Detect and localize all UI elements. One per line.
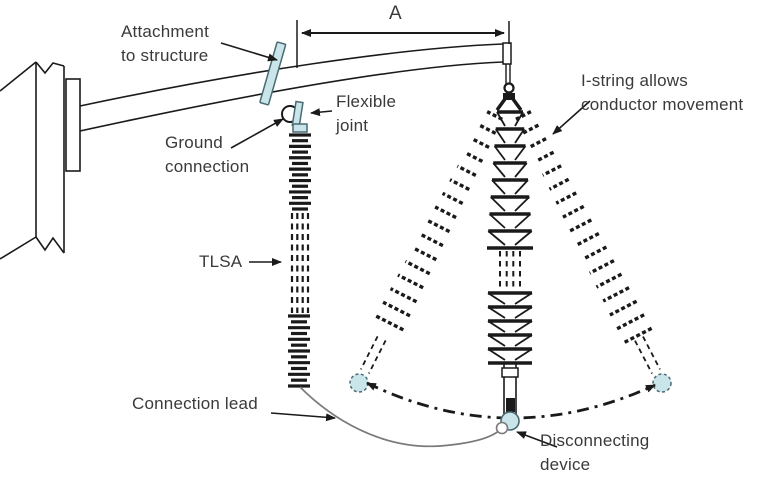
label-line: conductor movement bbox=[581, 95, 744, 114]
swing-position-right-string bbox=[515, 110, 672, 393]
label-dimension-a: A bbox=[389, 3, 402, 24]
label-line: Disconnecting bbox=[540, 431, 650, 450]
label-ground-connection: Ground connection bbox=[165, 131, 249, 179]
label-line: Attachment bbox=[121, 22, 209, 41]
label-i-string: I-string allows conductor movement bbox=[581, 69, 743, 117]
swing-position-left-string bbox=[349, 110, 503, 393]
label-line: I-string allows bbox=[581, 71, 688, 90]
label-line: device bbox=[540, 455, 591, 474]
connection-lead-wire bbox=[299, 386, 502, 448]
i-string-insulator bbox=[487, 82, 533, 435]
attachment-hardware bbox=[259, 41, 308, 133]
label-line: Flexible bbox=[336, 92, 397, 111]
tlsa-arrester bbox=[288, 133, 311, 388]
label-attachment-to-structure: Attachment to structure bbox=[121, 20, 209, 68]
label-connection-lead: Connection lead bbox=[132, 394, 258, 413]
tower-structure bbox=[0, 61, 81, 260]
label-flexible-joint: Flexible joint bbox=[336, 90, 396, 138]
cross-arm bbox=[79, 42, 512, 132]
dimension-a-line bbox=[296, 20, 510, 68]
label-disconnecting-device: Disconnecting device bbox=[540, 429, 649, 477]
label-tlsa: TLSA bbox=[199, 252, 243, 271]
leader-arrows bbox=[220, 42, 591, 448]
label-line: to structure bbox=[121, 46, 209, 65]
label-line: connection bbox=[165, 157, 250, 176]
label-line: Ground bbox=[165, 133, 223, 152]
label-line: joint bbox=[336, 116, 369, 135]
